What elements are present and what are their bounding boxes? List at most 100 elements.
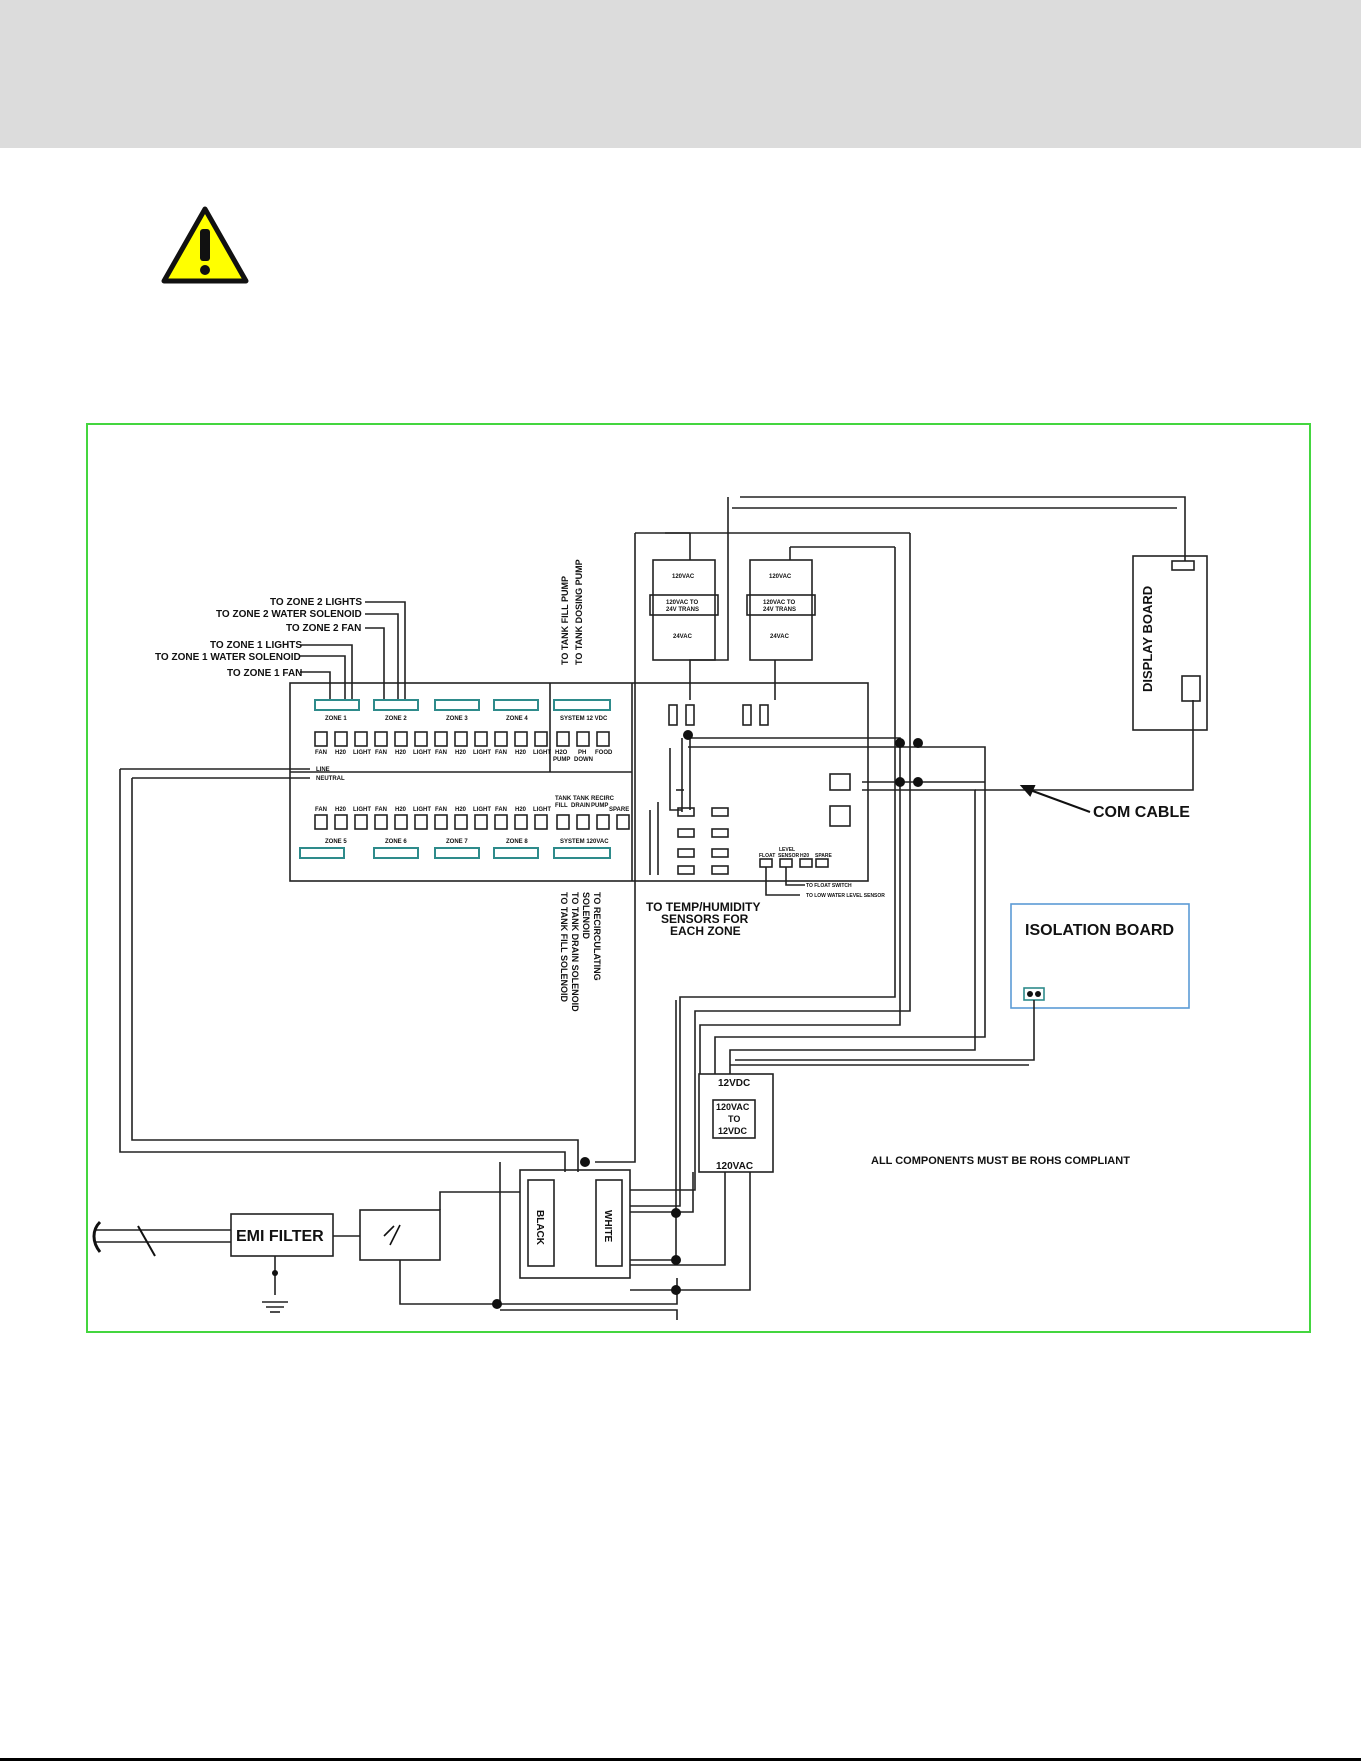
ps-conv-3: 12VDC bbox=[718, 1126, 748, 1136]
ps-120vac-label: 120VAC bbox=[716, 1161, 753, 1172]
relay-top-label: FAN bbox=[435, 750, 447, 756]
relay-top-label: FAN bbox=[495, 750, 507, 756]
trans1-mid-2: 24V TRANS bbox=[666, 607, 699, 613]
relay-bottom-label: FAN bbox=[435, 807, 447, 813]
relay-top-label: H2O bbox=[555, 750, 568, 756]
zone-callout-1: TO ZONE 2 LIGHTS bbox=[270, 597, 362, 608]
line-label: LINE bbox=[316, 767, 330, 773]
zone-top-4: ZONE 4 bbox=[506, 716, 528, 722]
relay-bottom-sys: SPARE bbox=[609, 807, 629, 813]
relay-top-sub: PUMP bbox=[553, 757, 570, 763]
level-callout-2: TO FLOAT SWITCH bbox=[806, 883, 852, 889]
relay-bottom-label: LIGHT bbox=[353, 807, 371, 813]
relay-top-label: H20 bbox=[455, 750, 467, 756]
relay-bottom-label: LIGHT bbox=[413, 807, 431, 813]
trans2-mid-2: 24V TRANS bbox=[763, 607, 796, 613]
trans2-mid-1: 120VAC TO bbox=[763, 600, 795, 606]
ps-conv-2: TO bbox=[728, 1114, 740, 1124]
relay-bottom-sys: TANK bbox=[573, 796, 590, 802]
relay-top-label: LIGHT bbox=[413, 750, 431, 756]
zone-top-1: ZONE 1 bbox=[325, 716, 347, 722]
relay-bottom-sys: FILL bbox=[555, 803, 568, 809]
relay-bottom-label: FAN bbox=[375, 807, 387, 813]
trans1-top: 120VAC bbox=[672, 574, 695, 580]
relay-bottom-label: H20 bbox=[335, 807, 347, 813]
relay-bottom-label: FAN bbox=[495, 807, 507, 813]
emi-filter-label: EMI FILTER bbox=[236, 1228, 324, 1245]
relay-bottom-sys: DRAIN bbox=[571, 803, 590, 809]
level-item-float: FLOAT bbox=[759, 853, 775, 859]
solenoid-callout-3: SOLENOID bbox=[581, 892, 591, 940]
neutral-label: NEUTRAL bbox=[316, 776, 345, 782]
zone-callout-6: TO ZONE 1 FAN bbox=[227, 668, 302, 679]
trans2-top: 120VAC bbox=[769, 574, 792, 580]
display-board bbox=[1132, 555, 1208, 731]
level-item-sensor: SENSOR bbox=[778, 853, 800, 859]
isolation-board-label: ISOLATION BOARD bbox=[1025, 922, 1174, 939]
relay-bottom-label: H20 bbox=[455, 807, 467, 813]
relay-top-label: FOOD bbox=[595, 750, 613, 756]
relay-top-label: LIGHT bbox=[473, 750, 491, 756]
system-top: SYSTEM 12 VDC bbox=[560, 716, 608, 722]
temp-sensors-2: SENSORS FOR bbox=[661, 912, 749, 926]
relay-bottom-label: H20 bbox=[395, 807, 407, 813]
header-band bbox=[0, 0, 1361, 148]
solenoid-callout-4: TO RECIRCULATING bbox=[592, 892, 602, 981]
warning-icon bbox=[161, 206, 249, 284]
display-board-label: DISPLAY BOARD bbox=[1140, 586, 1155, 692]
zone-bottom-5: ZONE 5 bbox=[325, 839, 347, 845]
zone-callout-4: TO ZONE 1 LIGHTS bbox=[210, 640, 302, 651]
solenoid-callout-2: TO TANK DRAIN SOLENOID bbox=[570, 892, 580, 1012]
power-supply bbox=[698, 1073, 774, 1173]
relay-bottom-label: LIGHT bbox=[473, 807, 491, 813]
zone-callout-3: TO ZONE 2 FAN bbox=[286, 623, 361, 634]
relay-row-top bbox=[314, 731, 610, 747]
ps-conv-1: 120VAC bbox=[716, 1102, 750, 1112]
temp-sensors-1: TO TEMP/HUMIDITY bbox=[646, 900, 760, 914]
zone-bottom-6: ZONE 6 bbox=[385, 839, 407, 845]
relay-bottom-label: LIGHT bbox=[533, 807, 551, 813]
trans1-mid-1: 120VAC TO bbox=[666, 600, 698, 606]
zone-callout-2: TO ZONE 2 WATER SOLENOID bbox=[216, 609, 362, 620]
trans2-bot: 24VAC bbox=[770, 634, 790, 640]
zone-callout-5: TO ZONE 1 WATER SOLENOID bbox=[155, 652, 301, 663]
relay-top-label: LIGHT bbox=[353, 750, 371, 756]
level-item-h20: H20 bbox=[800, 853, 809, 859]
solenoid-callout-1: TO TANK FILL SOLENOID bbox=[559, 892, 569, 1003]
com-cable-label: COM CABLE bbox=[1093, 804, 1190, 821]
black-block-label: BLACK bbox=[534, 1210, 545, 1246]
relay-bottom-sys: TANK bbox=[555, 796, 572, 802]
relay-top-label: LIGHT bbox=[533, 750, 551, 756]
relay-top-label: H20 bbox=[335, 750, 347, 756]
white-block-label: WHITE bbox=[602, 1210, 613, 1243]
system-bottom: SYSTEM 120VAC bbox=[560, 839, 609, 845]
relay-bottom-sys: PUMP bbox=[591, 803, 608, 809]
wiring-diagram-frame bbox=[86, 423, 1311, 1333]
temp-sensors-3: EACH ZONE bbox=[670, 924, 741, 938]
footer-rule bbox=[0, 1758, 1361, 1761]
relay-row-bottom bbox=[314, 814, 630, 830]
relay-top-label: FAN bbox=[315, 750, 327, 756]
relay-top-label: H20 bbox=[395, 750, 407, 756]
relay-top-label: FAN bbox=[375, 750, 387, 756]
relay-top-sub: DOWN bbox=[574, 757, 593, 763]
level-item-spare: SPARE bbox=[815, 853, 833, 859]
trans1-bot: 24VAC bbox=[673, 634, 693, 640]
pump-callout-2: TO TANK DOSING PUMP bbox=[574, 559, 584, 665]
relay-bottom-label: FAN bbox=[315, 807, 327, 813]
level-callout-1: TO LOW WATER LEVEL SENSOR bbox=[806, 893, 885, 899]
pump-callout-1: TO TANK FILL PUMP bbox=[560, 576, 570, 665]
relay-bottom-label: H20 bbox=[515, 807, 527, 813]
zone-top-2: ZONE 2 bbox=[385, 716, 407, 722]
relay-bottom-sys: RECIRC bbox=[591, 796, 615, 802]
level-label: LEVEL bbox=[779, 847, 795, 853]
zone-bottom-8: ZONE 8 bbox=[506, 839, 528, 845]
zone-top-3: ZONE 3 bbox=[446, 716, 468, 722]
zone-bottom-7: ZONE 7 bbox=[446, 839, 468, 845]
isolation-board bbox=[1010, 903, 1190, 1009]
relay-top-label: PH bbox=[578, 750, 586, 756]
ps-12vdc-label: 12VDC bbox=[718, 1078, 750, 1089]
relay-top-label: H20 bbox=[515, 750, 527, 756]
rohs-note: ALL COMPONENTS MUST BE ROHS COMPLIANT bbox=[871, 1155, 1130, 1167]
